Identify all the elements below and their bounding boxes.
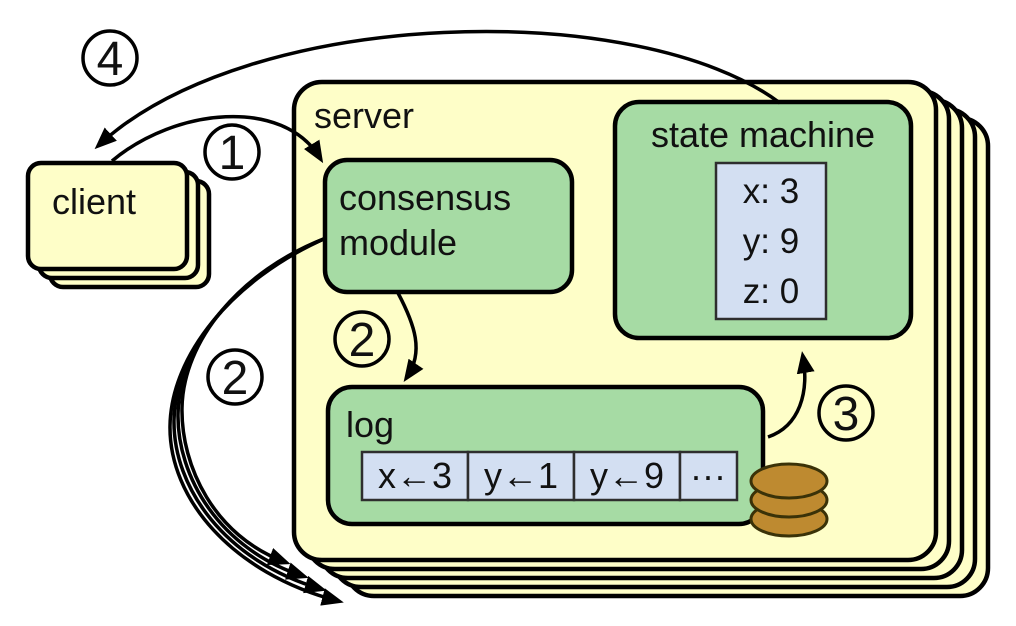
step-badge-circle bbox=[206, 348, 264, 406]
log-entry-cell bbox=[466, 450, 576, 502]
state-machine: state machine x: 3 y: 9 z: 0 bbox=[612, 99, 914, 341]
log-entry-text: y←1 bbox=[484, 455, 558, 496]
step-badge-number: 3 bbox=[833, 388, 860, 441]
disk-stack-icon bbox=[749, 462, 829, 538]
step-badge-circle bbox=[203, 123, 261, 181]
step-badge-number: 1 bbox=[219, 127, 246, 180]
arrow-replicate bbox=[168, 236, 344, 606]
step-badge-circle bbox=[333, 310, 391, 368]
log-entry-text: y←9 bbox=[590, 455, 664, 496]
step-badge-number: 4 bbox=[97, 33, 124, 86]
arrow-append-to-log bbox=[396, 292, 424, 382]
register-row: x: 3 bbox=[743, 172, 799, 211]
consensus-module-box bbox=[322, 157, 575, 295]
step-badge-request: 1 bbox=[203, 123, 261, 181]
step-badge-respond: 4 bbox=[81, 29, 139, 87]
step-badge-circle bbox=[81, 29, 139, 87]
arrow-respond-to-client bbox=[94, 29, 782, 150]
consensus-module-label-line2: module bbox=[339, 222, 457, 263]
log-entry-cell bbox=[678, 450, 739, 502]
client-box bbox=[25, 160, 190, 272]
step-badge-number: 2 bbox=[222, 352, 249, 405]
log-label: log bbox=[346, 404, 394, 445]
register-row: y: 9 bbox=[743, 222, 799, 261]
step-badge-replicate-outer: 2 bbox=[206, 348, 264, 406]
consensus-module-label-line1: consensus bbox=[339, 177, 511, 218]
log-entry-text: x←3 bbox=[378, 455, 452, 496]
arrow-apply-to-state-machine bbox=[767, 351, 815, 439]
arrow-replicate-fan bbox=[168, 236, 344, 606]
disk-platter bbox=[749, 462, 829, 500]
client-label: client bbox=[52, 181, 136, 222]
arrow-client-request bbox=[110, 114, 324, 164]
register-box bbox=[714, 161, 828, 321]
state-machine-label: state machine bbox=[651, 114, 875, 155]
log-entry-text: ··· bbox=[690, 455, 726, 496]
log-entry-cell bbox=[572, 450, 682, 502]
consensus-module: consensus module bbox=[322, 157, 575, 295]
log: log x←3 y←1 y←9 ··· bbox=[325, 384, 766, 527]
step-badge-number: 2 bbox=[349, 314, 376, 367]
step-badge-replicate-inner: 2 bbox=[333, 310, 391, 368]
server-label: server bbox=[314, 95, 414, 136]
client-stack: client bbox=[25, 160, 212, 290]
step-badge-apply: 3 bbox=[817, 384, 875, 442]
step-badge-circle bbox=[817, 384, 875, 442]
register-row: z: 0 bbox=[743, 272, 799, 311]
